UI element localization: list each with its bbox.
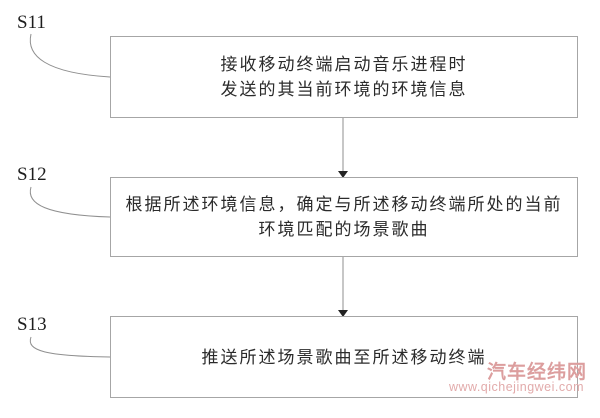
step-s12-text-line-1: 根据所述环境信息，确定与所述移动终端所处的当前 bbox=[125, 195, 563, 214]
step-s11-text-line-1: 接收移动终端启动音乐进程时 bbox=[220, 55, 468, 74]
step-box-s11: 接收移动终端启动音乐进程时 发送的其当前环境的环境信息 bbox=[110, 36, 578, 118]
step-s11-text-line-2: 发送的其当前环境的环境信息 bbox=[220, 80, 468, 99]
watermark-site-name: 汽车经纬网 bbox=[486, 362, 587, 383]
step-s12-text-line-2: 环境匹配的场景歌曲 bbox=[258, 220, 430, 239]
s12-leader-line bbox=[29, 186, 111, 218]
step-box-s13: 推送所述场景歌曲至所述移动终端 bbox=[110, 316, 578, 398]
step-s13-text-line-1: 推送所述场景歌曲至所述移动终端 bbox=[201, 347, 487, 367]
step-box-s12: 根据所述环境信息，确定与所述移动终端所处的当前 环境匹配的场景歌曲 bbox=[110, 177, 578, 257]
step-label-s11: S11 bbox=[17, 12, 46, 33]
watermark-site-url: www.qichejingwei.com bbox=[448, 380, 584, 394]
s11-leader-line bbox=[29, 33, 111, 78]
step-label-s12: S12 bbox=[17, 164, 47, 185]
s13-leader-line bbox=[29, 336, 111, 358]
step-label-s13: S13 bbox=[17, 314, 47, 335]
